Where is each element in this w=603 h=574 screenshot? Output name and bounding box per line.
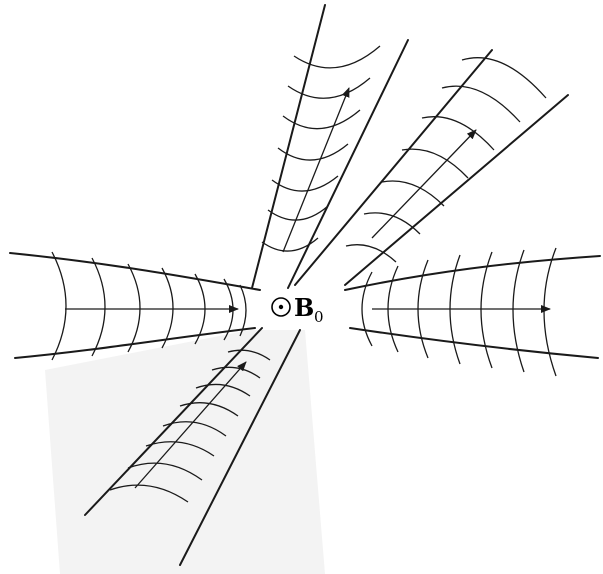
upper-right-beam-edge xyxy=(295,50,492,285)
wavefront-arc xyxy=(162,268,173,348)
wavefront-arc xyxy=(462,58,546,98)
wavefront-arc xyxy=(362,272,372,346)
out-of-page-symbol-dot xyxy=(279,305,283,309)
upper-beam xyxy=(252,5,408,288)
wavefront-arc xyxy=(442,86,520,122)
field-label-letter: B xyxy=(294,293,314,322)
magnetic-field-label: B 0 xyxy=(272,293,324,326)
right-beam-upper-edge xyxy=(345,256,600,290)
wavefront-arc xyxy=(513,250,524,372)
upper-right-beam-arrow xyxy=(372,130,476,238)
wavefront-arc xyxy=(382,181,444,206)
wavefront-arc xyxy=(128,264,140,352)
right-output-beam xyxy=(345,248,600,376)
wavefront-arc xyxy=(262,238,318,251)
wavefront-arc xyxy=(272,176,338,191)
upper-beam-edge xyxy=(252,5,325,288)
field-label-subscript: 0 xyxy=(314,308,324,326)
wavefront-arc xyxy=(402,149,468,178)
upper-beam-arrow xyxy=(283,88,349,252)
lower-left-beam-shading xyxy=(45,330,325,574)
wavefront-arc xyxy=(294,46,380,68)
wavefront-arc xyxy=(92,258,105,356)
upper-right-beam-edge xyxy=(345,95,568,285)
wavefront-arc xyxy=(288,78,370,98)
left-beam-upper-edge xyxy=(10,253,260,290)
wavefront-arc xyxy=(544,248,556,376)
upper-right-beam xyxy=(295,50,568,285)
wavefront-arc xyxy=(481,252,492,368)
wavefront-arc xyxy=(52,252,66,360)
wavefront-arc xyxy=(364,213,420,234)
right-beam-lower-edge xyxy=(350,328,598,358)
